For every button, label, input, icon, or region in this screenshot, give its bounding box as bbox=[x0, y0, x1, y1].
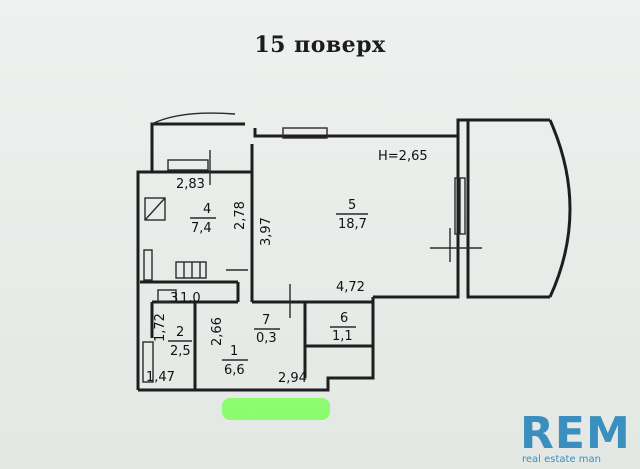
dimension-label: 3,97 bbox=[259, 217, 274, 246]
room-2-number: 2 bbox=[176, 325, 184, 340]
dimension-label: 4,72 bbox=[336, 280, 365, 295]
room-7-area: 0,3 bbox=[256, 331, 277, 346]
room-4-number: 4 bbox=[203, 202, 211, 217]
room-6-number: 6 bbox=[340, 311, 348, 326]
room-2-area: 2,5 bbox=[170, 344, 191, 359]
entrance-marker bbox=[222, 398, 330, 420]
dimension-label: 2,66 bbox=[210, 317, 225, 346]
vent-shaft-icon bbox=[144, 197, 166, 221]
room-4-area: 7,4 bbox=[191, 221, 212, 236]
floor-title: 15 поверх bbox=[254, 32, 386, 58]
bath-icon bbox=[142, 341, 154, 383]
room-5-area: 18,7 bbox=[338, 217, 367, 232]
fixtures bbox=[142, 150, 482, 383]
stove-icon bbox=[175, 261, 207, 279]
room-6-area: 1,1 bbox=[332, 329, 353, 344]
dimension-label: 2,94 bbox=[278, 371, 307, 386]
dimension-label: 1,47 bbox=[146, 370, 175, 385]
room-3-area: 1,0 bbox=[180, 291, 201, 306]
toilet-icon bbox=[157, 289, 177, 303]
room-7-number: 7 bbox=[262, 313, 270, 328]
windows bbox=[167, 127, 466, 235]
dimension-label: 1,72 bbox=[153, 313, 168, 342]
logo-tagline: real estate man bbox=[522, 454, 601, 465]
rem-logo: REM real estate man bbox=[520, 408, 638, 466]
dimension-label: 2,78 bbox=[233, 201, 248, 230]
room-3-number: 3 bbox=[170, 291, 178, 306]
room-1-number: 1 bbox=[230, 344, 238, 359]
outer-walls bbox=[136, 112, 572, 392]
room-5-number: 5 bbox=[348, 198, 356, 213]
dimension-label: 2,83 bbox=[176, 177, 205, 192]
logo-wordmark: REM bbox=[520, 408, 631, 459]
ceiling-height: H=2,65 bbox=[378, 149, 428, 164]
room-1-area: 6,6 bbox=[224, 363, 245, 378]
radiator-icon bbox=[143, 249, 153, 281]
